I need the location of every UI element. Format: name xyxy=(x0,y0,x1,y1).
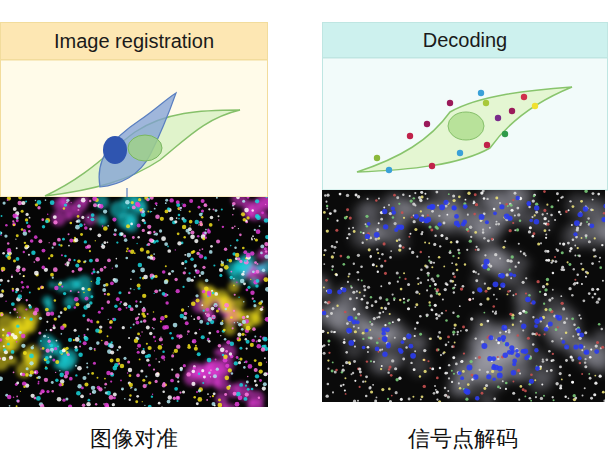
signal-dot xyxy=(478,90,484,96)
header-box: Decoding xyxy=(322,22,608,58)
header-box: Image registration xyxy=(0,22,268,60)
nucleus xyxy=(448,112,484,140)
signal-dots xyxy=(374,90,538,173)
shifted-cell xyxy=(99,93,176,187)
signal-dot xyxy=(483,100,489,106)
signal-dot xyxy=(407,133,413,139)
signal-dot xyxy=(502,131,508,137)
signal-dot xyxy=(495,115,501,121)
panel-ground xyxy=(1,60,268,197)
signal-dot xyxy=(447,100,453,106)
signal-dot xyxy=(484,142,490,148)
panel-ground xyxy=(323,58,608,190)
cell-outline xyxy=(357,87,572,172)
signal-dot xyxy=(424,121,430,127)
panel-title: Decoding xyxy=(423,29,508,52)
signal-dot xyxy=(429,163,435,169)
tick xyxy=(126,188,127,197)
signal-dot xyxy=(457,150,463,156)
panel-title: Image registration xyxy=(54,30,214,53)
microscopy-image xyxy=(0,197,268,407)
signal-dot xyxy=(386,167,392,173)
signal-dot xyxy=(374,155,380,161)
signal-dot xyxy=(532,103,538,109)
signal-dot xyxy=(509,108,515,114)
caption: 图像对准 xyxy=(90,424,178,454)
nucleus xyxy=(128,135,162,161)
signal-dot xyxy=(521,94,527,100)
nucleus xyxy=(103,136,127,164)
microscopy-image xyxy=(322,190,605,402)
caption: 信号点解码 xyxy=(408,424,518,454)
